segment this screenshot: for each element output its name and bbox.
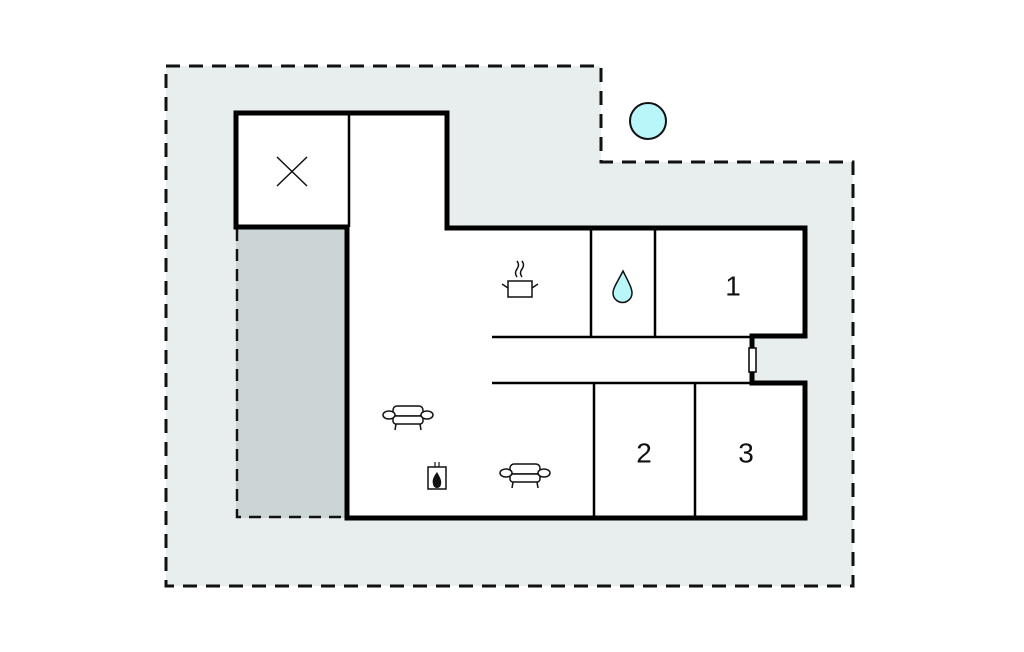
terrace bbox=[236, 227, 347, 518]
interior-walls bbox=[347, 113, 752, 518]
bathroom-drop-icon bbox=[612, 269, 633, 304]
room-label-1: 1 bbox=[725, 270, 741, 301]
sofa-icon bbox=[499, 463, 551, 489]
room-label-3: 3 bbox=[738, 437, 754, 468]
sofa-icon bbox=[382, 405, 434, 431]
terrace-boundary bbox=[235, 229, 347, 519]
door-icon bbox=[748, 347, 757, 373]
kitchen-pot-icon bbox=[501, 260, 539, 298]
pool-icon bbox=[629, 102, 667, 140]
wc-x-icon bbox=[276, 156, 308, 187]
room-label-2: 2 bbox=[636, 437, 652, 468]
fireplace-icon bbox=[427, 462, 447, 490]
